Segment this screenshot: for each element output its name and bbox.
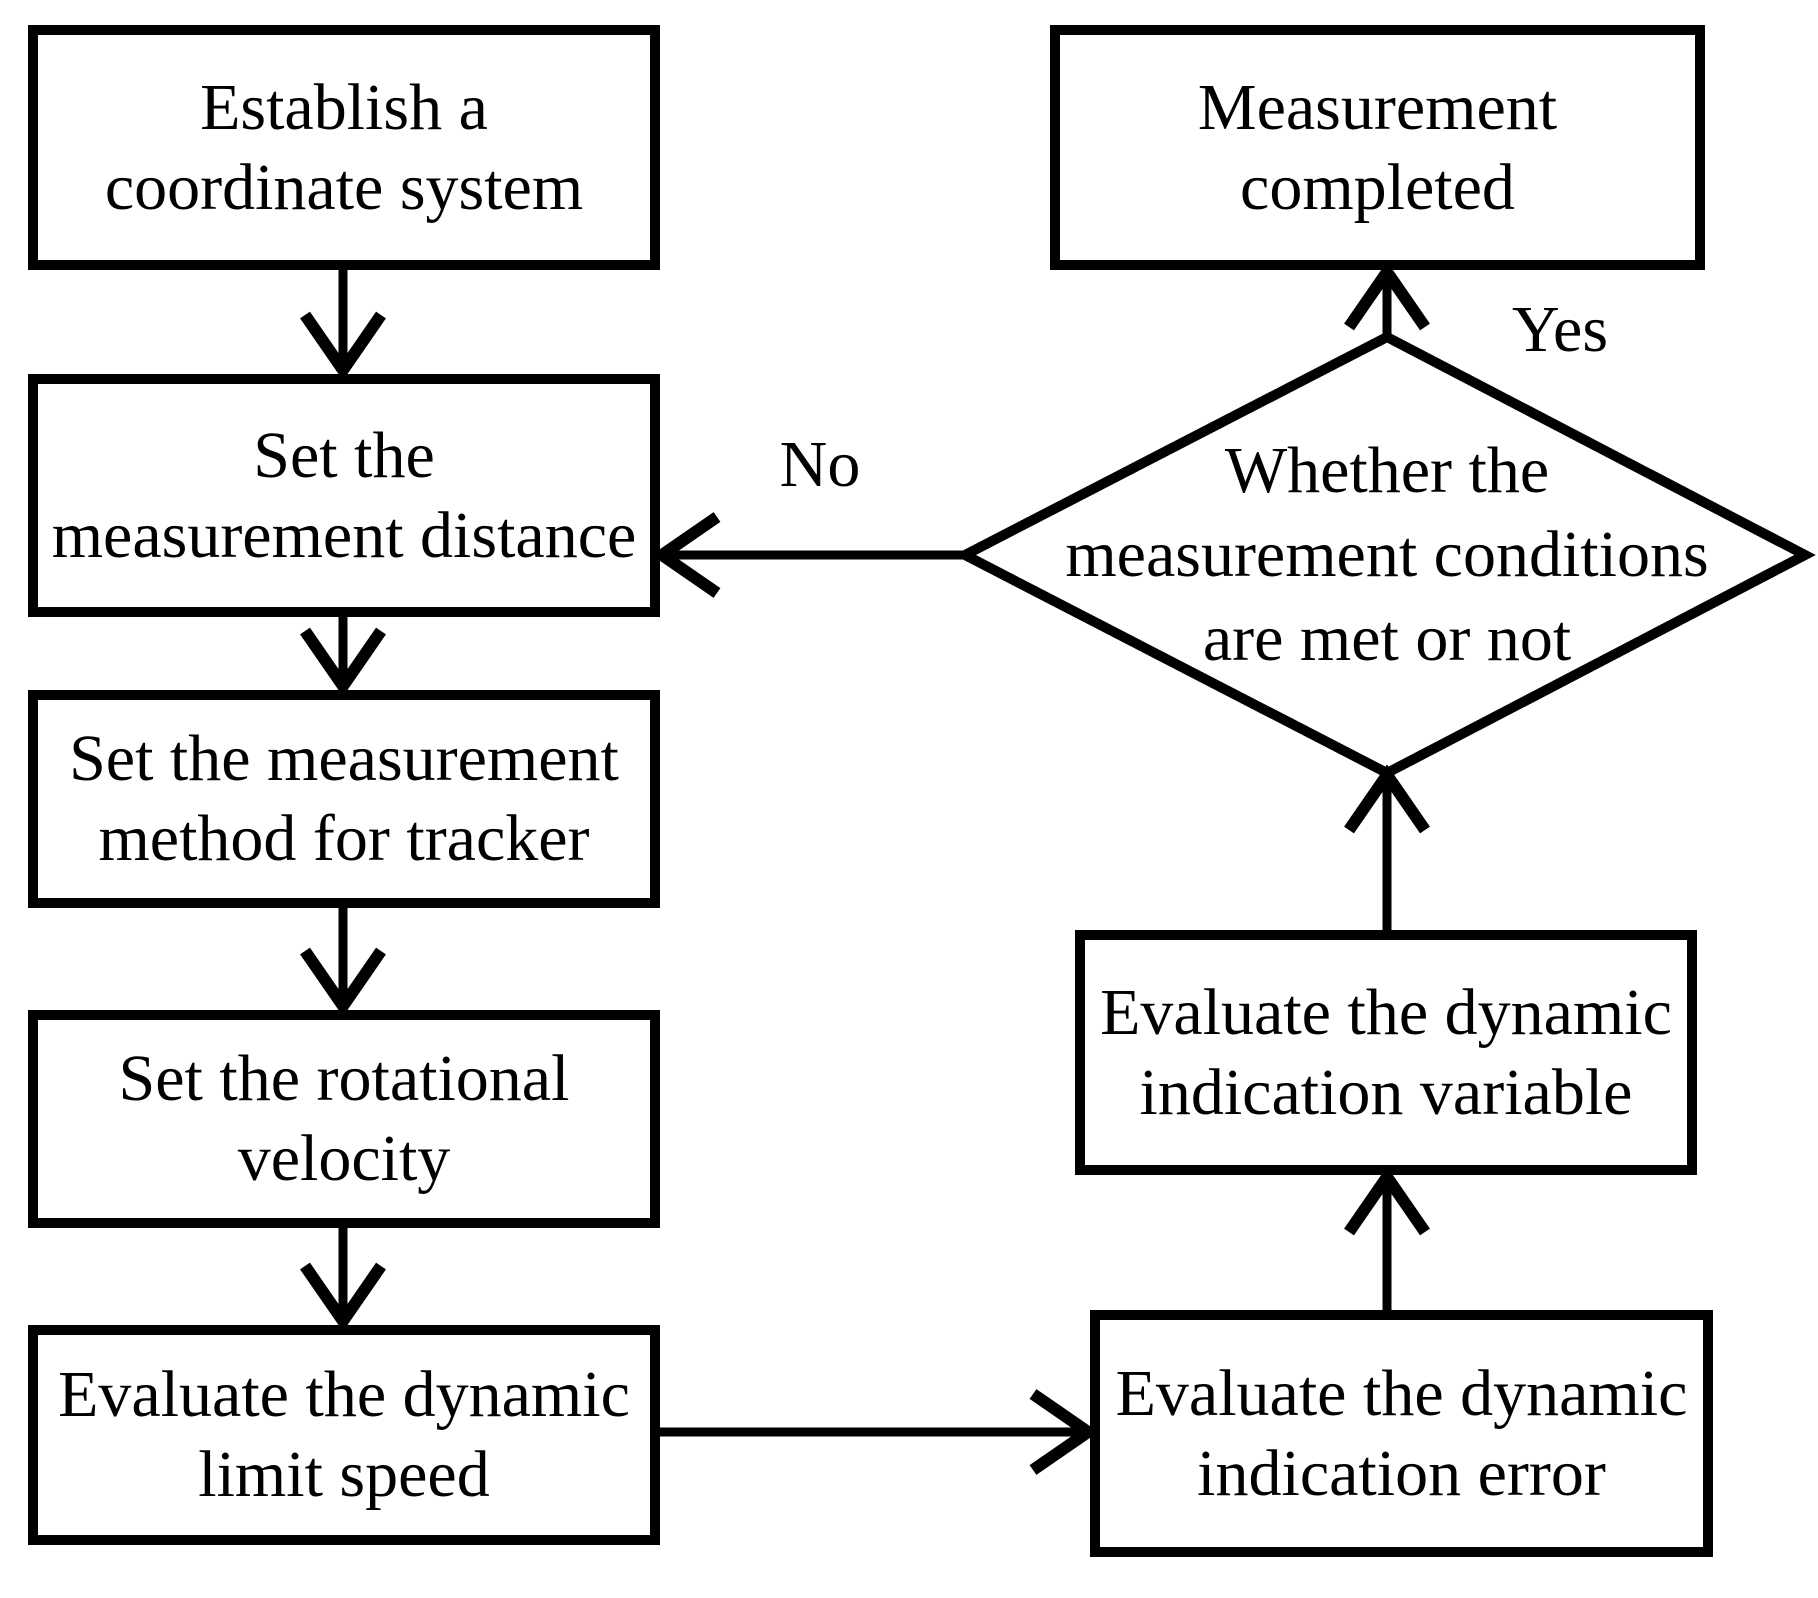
node-decision-label: Whether the measurement conditions are m…	[1065, 434, 1709, 675]
node-velocity-label: Set the rotational velocity	[118, 1042, 570, 1195]
node-distance-label: Set the measurement distance	[51, 418, 637, 572]
edge-label-yes: Yes	[1465, 285, 1655, 375]
node-set-measurement-distance: Set the measurement distance	[28, 374, 660, 617]
arrowhead-decision-to-distance	[651, 512, 721, 598]
node-establish-label: Establish a coordinate system	[104, 70, 584, 224]
arrowhead-indication-error-to-indication-variable	[1344, 1166, 1430, 1236]
node-method-label: Set the measurement method for tracker	[69, 722, 619, 875]
node-indication-error-label: Evaluate the dynamic indication error	[1115, 1356, 1688, 1510]
arrowhead-establish-to-distance	[300, 311, 386, 381]
node-establish-coordinate-system: Establish a coordinate system	[28, 25, 660, 270]
node-evaluate-dynamic-indication-error: Evaluate the dynamic indication error	[1090, 1310, 1713, 1557]
node-limit-speed-label: Evaluate the dynamic limit speed	[58, 1358, 630, 1511]
node-set-measurement-method: Set the measurement method for tracker	[28, 690, 660, 908]
arrowhead-method-to-velocity	[300, 947, 386, 1017]
node-evaluate-dynamic-limit-speed: Evaluate the dynamic limit speed	[28, 1325, 660, 1545]
arrowhead-decision-to-completed	[1344, 261, 1430, 331]
node-completed-label: Measurement completed	[1197, 70, 1558, 224]
arrowhead-velocity-to-limit-speed	[300, 1262, 386, 1332]
node-measurement-completed: Measurement completed	[1050, 25, 1705, 270]
node-indication-variable-label: Evaluate the dynamic indication variable	[1100, 975, 1672, 1129]
node-decision-label-box: Whether the measurement conditions are m…	[1005, 429, 1769, 681]
arrowhead-distance-to-method	[300, 627, 386, 697]
node-set-rotational-velocity: Set the rotational velocity	[28, 1010, 660, 1228]
arrowhead-limit-speed-to-indication-error	[1029, 1389, 1099, 1475]
edge-label-no-text: No	[779, 428, 861, 501]
arrowhead-indication-variable-to-decision	[1344, 764, 1430, 834]
node-evaluate-dynamic-indication-variable: Evaluate the dynamic indication variable	[1075, 930, 1697, 1175]
edge-label-yes-text: Yes	[1511, 293, 1609, 366]
edge-label-no: No	[730, 420, 910, 510]
